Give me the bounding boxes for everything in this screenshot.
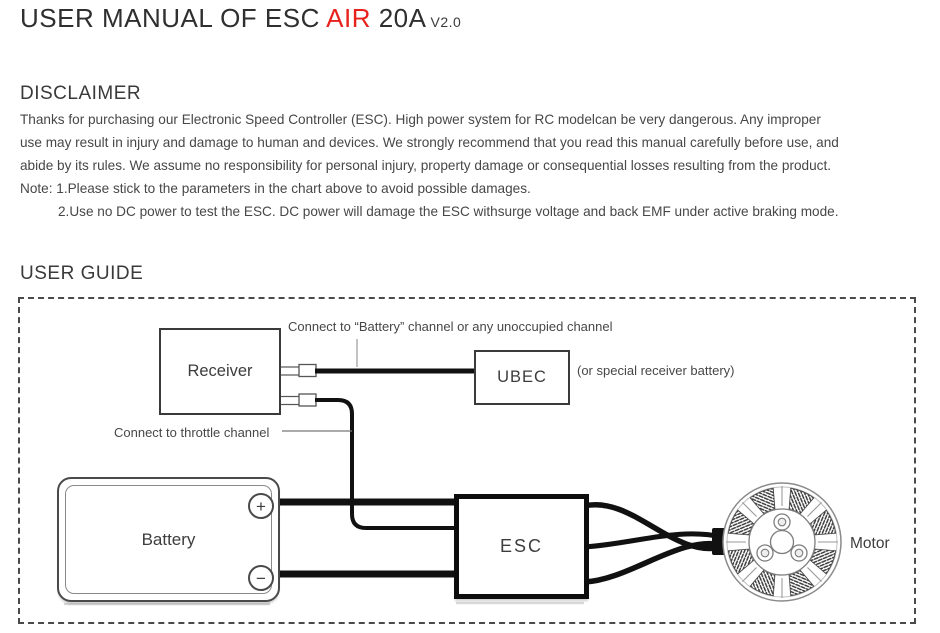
receiver-connector-top <box>298 363 317 378</box>
user-guide-heading: USER GUIDE <box>20 263 144 284</box>
motor-shaft-hole <box>769 529 795 555</box>
receiver-label: Receiver <box>187 362 253 380</box>
motor-phase-wire-2 <box>583 531 723 550</box>
title-prefix: USER MANUAL OF ESC <box>20 3 327 33</box>
plus-icon: + <box>256 496 266 516</box>
esc-box: ESC <box>454 494 589 599</box>
motor-wire-nub <box>712 528 726 555</box>
battery-positive-terminal: + <box>248 493 274 519</box>
user-guide-diagram: Receiver UBEC Battery + − ESC Connect to… <box>18 297 916 624</box>
esc-label: ESC <box>499 536 543 556</box>
receiver-box: Receiver <box>159 328 281 415</box>
motor-label: Motor <box>850 535 890 552</box>
title-version: V2.0 <box>430 14 462 30</box>
ubec-label: UBEC <box>497 368 547 386</box>
motor-phase-wire-3 <box>583 540 723 585</box>
battery-negative-terminal: − <box>248 565 274 591</box>
receiver-lead-stub-bottom <box>278 395 301 406</box>
motor-icon <box>722 482 842 602</box>
receiver-connector-bottom <box>298 393 317 407</box>
motor-laminations <box>726 486 838 598</box>
battery-channel-annotation: Connect to “Battery” channel or any unoc… <box>288 319 613 334</box>
receiver-lead-stub-top <box>278 366 301 376</box>
ubec-box: UBEC <box>474 350 570 405</box>
wiring-diagram-svg <box>64 339 842 606</box>
disclaimer-line: Thanks for purchasing our Electronic Spe… <box>20 112 821 127</box>
ubec-note-annotation: (or special receiver battery) <box>577 363 735 378</box>
battery-box: Battery + − <box>57 477 280 602</box>
title-suffix: 20A <box>371 3 427 33</box>
disclaimer-line: abide by its rules. We assume no respons… <box>20 158 831 173</box>
disclaimer-text: Thanks for purchasing our Electronic Spe… <box>20 108 925 223</box>
disclaimer-heading: DISCLAIMER <box>20 83 142 104</box>
motor-phase-wire-1 <box>583 501 723 552</box>
battery-label: Battery <box>141 529 196 549</box>
disclaimer-note-line: 2.Use no DC power to test the ESC. DC po… <box>58 204 839 219</box>
throttle-channel-annotation: Connect to throttle channel <box>114 425 270 440</box>
motor-screws <box>756 513 808 562</box>
title-model-highlight: AIR <box>326 3 371 33</box>
minus-icon: − <box>256 568 266 588</box>
disclaimer-note-line: Note: 1.Please stick to the parameters i… <box>20 181 531 196</box>
throttle-signal-wire <box>315 398 456 530</box>
disclaimer-line: use may result in injury and damage to h… <box>20 135 839 150</box>
